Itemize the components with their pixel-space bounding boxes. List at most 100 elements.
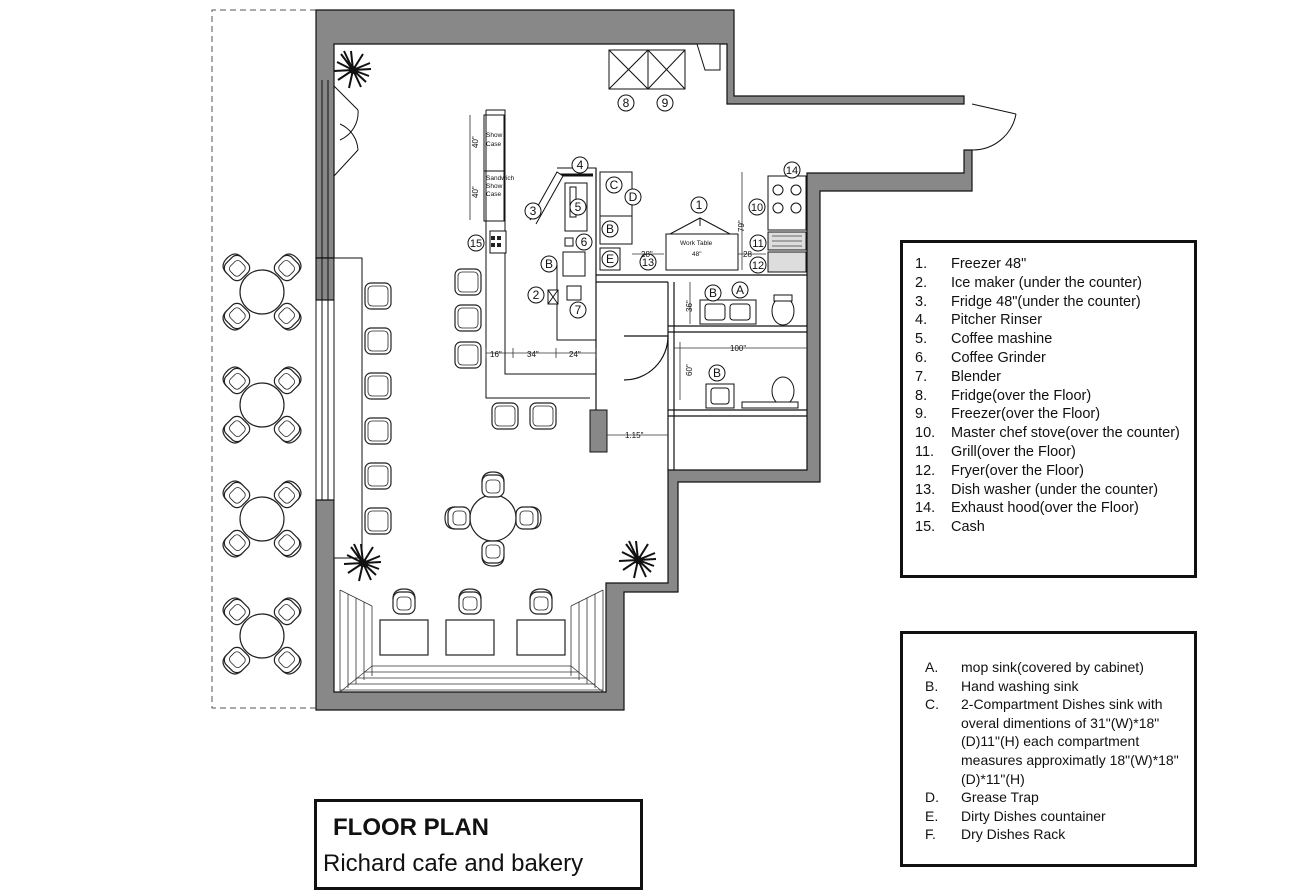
equipment-legend-item-text: Ice maker (under the counter) (951, 274, 1143, 291)
dim-40-bottom: 40" (471, 186, 480, 198)
equipment-legend-item: 5. Coffee mashine (915, 330, 1194, 349)
equipment-legend-item-key: 9. (915, 406, 928, 423)
fixture-legend-item: A. mop sink(covered by cabinet) (925, 658, 1194, 677)
equipment-legend-item-key: 11. (915, 443, 935, 460)
equipment-legend-item-text: Pitcher Rinser (951, 312, 1043, 329)
equipment-legend-item-text: Freezer 48" (951, 256, 1027, 272)
equipment-legend-item-text: Freezer(over the Floor) (951, 406, 1101, 423)
callout-14: 14 (786, 165, 798, 177)
equipment-legend-item-key: 15. (915, 519, 936, 536)
plan-heading: FLOOR PLAN (333, 814, 489, 841)
equipment-legend-item-text: Fryer(over the Floor) (951, 462, 1084, 479)
back-door (971, 103, 1017, 151)
dimension-lines (485, 172, 807, 436)
callout-9: 9 (662, 96, 669, 110)
equipment-legend-item: 10. Master chef stove(over the counter) (915, 424, 1194, 443)
callout-b-bar: B (545, 257, 553, 271)
equipment-legend-item: 14.Exhaust hood(over the Floor) (915, 499, 1194, 518)
fixture-legend-item-key: D. (925, 789, 939, 806)
interior-partitions (595, 168, 807, 470)
fixture-legend-item-text: mop sink(covered by cabinet) (961, 659, 1144, 675)
sandwich-case-label-2: Show (486, 183, 503, 190)
fixture-legend-item-key: A. (925, 659, 939, 675)
dim-16: 16" (490, 350, 502, 359)
booth-tables (379, 619, 566, 656)
fixture-legend-item-key: B. (925, 677, 939, 694)
equipment-legend-item: 1. Freezer 48" (915, 255, 1194, 274)
equipment-legend-item: 13. Dish washer (under the counter) (915, 481, 1194, 500)
equipment-legend-item-text: Fridge 48"(under the counter) (951, 293, 1141, 310)
dim-24: 24" (569, 350, 581, 359)
equipment-legend-item: 3.Fridge 48"(under the counter) (915, 293, 1194, 312)
kitchen-equipment (489, 49, 807, 409)
fixture-legend-item-key: C. (925, 696, 939, 713)
title-block: FLOOR PLAN Richard cafe and bakery (314, 799, 643, 890)
equipment-legend-item-text: Coffee mashine (951, 331, 1053, 348)
callout-1: 1 (696, 198, 703, 212)
entrance-door (333, 85, 359, 177)
fixture-legend-item: B. Hand washing sink (925, 677, 1194, 696)
equipment-legend-item-text: Master chef stove(over the counter) (951, 425, 1180, 442)
equipment-legend-item-text: Exhaust hood(over the Floor) (951, 500, 1139, 517)
equipment-legend-item: 2. Ice maker (under the counter) (915, 274, 1194, 293)
fixture-legend-item: F.Dry Dishes Rack (925, 825, 1194, 844)
dim-100: 100" (730, 344, 746, 353)
callout-6: 6 (581, 235, 588, 249)
callout-10: 10 (751, 202, 763, 214)
equipment-legend-item-key: 10. (915, 425, 936, 442)
callout-e: E (606, 252, 614, 266)
fixture-legend-item-text: Dry Dishes Rack (961, 826, 1066, 843)
callout-15: 15 (470, 238, 482, 250)
equipment-legend-item-key: 13. (915, 481, 936, 498)
callout-5: 5 (575, 200, 582, 214)
callout-7: 7 (575, 303, 582, 317)
terrace-tables (239, 269, 285, 659)
dim-115: 1.15" (625, 431, 644, 440)
equipment-legend-item: 9. Freezer(over the Floor) (915, 405, 1194, 424)
fixture-legend: A. mop sink(covered by cabinet) B. Hand was… (900, 631, 1197, 867)
callout-d: D (629, 190, 638, 204)
callout-b-kitchen: B (606, 222, 614, 236)
show-case-label-2: Case (486, 141, 502, 148)
callout-b-wash2: B (713, 366, 721, 380)
equipment-legend-item-key: 5. (915, 331, 928, 348)
dim-40-top: 40" (471, 136, 480, 148)
callout-3: 3 (530, 204, 537, 218)
equipment-legend-item-text: Cash (951, 519, 985, 536)
fixture-legend-item: C.2-Compartment Dishes sink with overal … (925, 695, 1194, 788)
equipment-legend-item: 15. Cash (915, 518, 1194, 537)
fixture-legend-item-key: E. (925, 807, 939, 824)
corner-cabinet (696, 43, 721, 71)
terrace-outline (211, 9, 316, 709)
callout-c: C (610, 178, 619, 192)
dim-28-left: 28" (641, 250, 653, 259)
work-table-label: Work Table (680, 240, 713, 247)
equipment-legend-item-key: 2. (915, 274, 928, 291)
dim-60: 60" (685, 364, 694, 376)
equipment-legend-item-key: 4. (915, 312, 928, 329)
equipment-legend-item-key: 1. (915, 256, 928, 272)
show-case-label-1: Show (486, 132, 503, 139)
equipment-legend-item: 12.Fryer(over the Floor) (915, 462, 1194, 481)
callout-a: A (736, 283, 744, 297)
callout-11: 11 (752, 238, 763, 250)
equipment-legend-item: 4. Pitcher Rinser (915, 311, 1194, 330)
dim-28-right: 28 (743, 250, 752, 259)
equipment-legend-item: 6. Coffee Grinder (915, 349, 1194, 368)
equipment-legend-item: 8.Fridge(over the Floor) (915, 387, 1194, 406)
callout-8: 8 (623, 96, 630, 110)
equipment-legend-item-key: 6. (915, 349, 928, 366)
dim-36: 36" (685, 300, 694, 312)
plan-subtitle: Richard cafe and bakery (323, 850, 584, 877)
sandwich-case-label-1: Sandwich (486, 175, 515, 182)
equipment-legend-item-text: Grill(over the Floor) (951, 443, 1076, 460)
equipment-legend-item: 7.Blender (915, 368, 1194, 387)
fixture-legend-item-text: Hand washing sink (961, 677, 1079, 694)
equipment-legend-item-key: 8. (915, 387, 928, 404)
storefront-glazing (315, 80, 363, 559)
dim-79: 79" (737, 220, 746, 232)
equipment-legend-item-text: Coffee Grinder (951, 349, 1046, 366)
equipment-legend-item-text: Dish washer (under the counter) (951, 481, 1159, 498)
equipment-legend: 1. Freezer 48" 2. Ice maker (under the coun… (900, 240, 1197, 578)
